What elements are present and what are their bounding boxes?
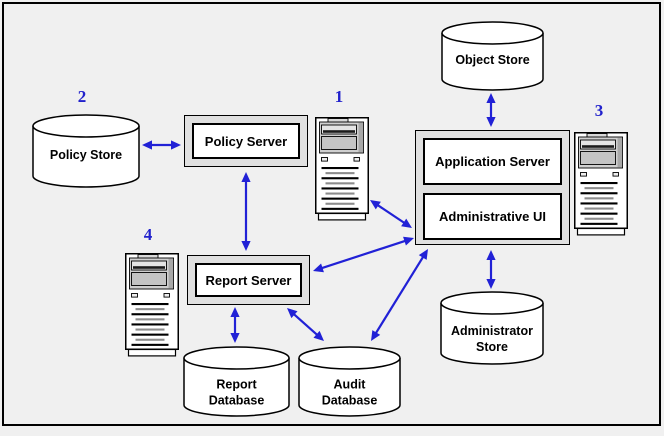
- server-tower-1-icon: [315, 117, 369, 221]
- report-server-label: Report Server: [205, 272, 292, 288]
- object-store-label: Object Store: [455, 53, 529, 67]
- server-tower-3-icon: [574, 132, 628, 236]
- badge-4: 4: [143, 225, 153, 244]
- administrative-ui-label: Administrative UI: [439, 209, 546, 224]
- object-store-cylinder: Object Store: [441, 21, 544, 91]
- policy-server-label: Policy Server: [204, 133, 288, 149]
- policy-store-label: Policy Store: [50, 148, 122, 162]
- report-server-host: Report Server: [187, 255, 310, 305]
- diagram-frame: [2, 2, 661, 426]
- policy-store-cylinder: Policy Store: [32, 114, 140, 188]
- application-server-host: Application Server Administrative UI: [415, 130, 570, 245]
- badge-1: 1: [334, 87, 344, 106]
- policy-server-node: Policy Server: [192, 123, 300, 159]
- application-server-label: Application Server: [435, 154, 550, 169]
- administrative-ui-node: Administrative UI: [423, 193, 562, 240]
- server-tower-4-icon: [125, 253, 179, 357]
- badge-3: 3: [594, 101, 604, 120]
- report-server-node: Report Server: [195, 263, 302, 297]
- policy-server-host: Policy Server: [184, 115, 308, 167]
- application-server-node: Application Server: [423, 138, 562, 185]
- badge-2: 2: [77, 87, 87, 106]
